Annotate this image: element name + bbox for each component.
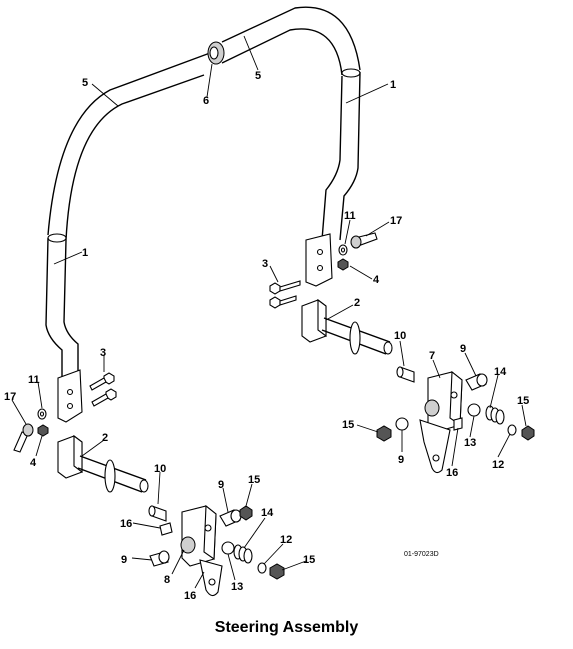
left-nut: [37, 424, 49, 437]
left-lever-handle: [13, 423, 34, 453]
callout-label: 6: [203, 95, 209, 107]
right-small-washer: [507, 424, 517, 436]
callout-label: 14: [494, 366, 507, 378]
callout-label: 13: [231, 581, 243, 593]
callout-label: 9: [218, 479, 224, 491]
callout-label: 1: [390, 79, 396, 91]
left-lower-bushing: [149, 550, 170, 567]
callout-label: 4: [30, 457, 37, 469]
callout-label: 10: [154, 463, 166, 475]
callout-label: 16: [120, 518, 132, 530]
callout-label: 17: [390, 215, 402, 227]
leader-lines: [11, 35, 527, 589]
callout-label: 11: [28, 374, 40, 386]
callout-label: 9: [398, 454, 404, 466]
callout-label: 15: [342, 419, 354, 431]
right-pivot-shaft: [301, 298, 393, 355]
left-bracket: [180, 504, 223, 597]
left-hand-grip: [47, 52, 211, 243]
callout-label: 2: [102, 432, 108, 444]
callout-label: 9: [121, 554, 127, 566]
callout-label: 11: [344, 210, 356, 222]
right-washer: [338, 244, 348, 256]
right-nut: [337, 258, 349, 271]
left-washer: [37, 408, 47, 420]
callout-label: 2: [354, 297, 360, 309]
left-steering-lever: [45, 237, 83, 423]
left-bushing: [148, 505, 167, 522]
callout-label: 7: [429, 350, 435, 362]
right-hand-grip: [221, 6, 361, 78]
left-spacer: [221, 541, 235, 555]
callout-label: 16: [184, 590, 196, 602]
callout-label: 8: [164, 574, 170, 586]
right-inner-nut: [376, 425, 392, 442]
callout-label: 15: [517, 395, 529, 407]
right-bolts: [269, 280, 301, 309]
callout-label: 12: [280, 534, 292, 546]
diagram-caption: Steering Assembly: [214, 619, 359, 636]
callout-label: 5: [82, 77, 88, 89]
callout-label: 5: [255, 70, 261, 82]
callout-label: 4: [373, 274, 380, 286]
right-spacer: [467, 403, 481, 417]
callout-label: 15: [303, 554, 315, 566]
right-lower-bushing: [395, 417, 409, 431]
right-lever-handle: [350, 232, 378, 249]
callout-label: 10: [394, 330, 406, 342]
right-top-bushing: [465, 373, 488, 391]
right-spring: [485, 405, 505, 425]
left-small-washer: [257, 562, 267, 574]
left-pivot-shaft: [57, 434, 149, 493]
callout-label: 13: [464, 437, 476, 449]
right-outer-nut: [521, 425, 535, 441]
callout-label: 9: [460, 343, 466, 355]
left-top-nut: [239, 505, 253, 521]
callout-label: 14: [261, 507, 274, 519]
callout-label: 3: [262, 258, 268, 270]
center-coupler: [207, 41, 225, 65]
drawing-reference-code: 01-97023D: [404, 551, 439, 558]
callout-label: 16: [446, 467, 458, 479]
callout-label: 12: [492, 459, 504, 471]
right-bracket: [419, 370, 463, 474]
right-pin: [453, 417, 463, 431]
left-outer-nut: [269, 563, 285, 580]
right-steering-lever: [305, 71, 361, 287]
right-bushing: [396, 366, 415, 383]
callout-label: 15: [248, 474, 260, 486]
callout-label: 3: [100, 347, 106, 359]
left-top-bushing: [219, 509, 242, 527]
callout-label: 17: [4, 391, 16, 403]
left-spring: [233, 544, 253, 564]
callout-label: 1: [82, 247, 88, 259]
callout-labels: 5 6 5 1 1 11 17 3 4 2 10 7 9 14 15 15 9 …: [4, 70, 529, 602]
left-bolts: [89, 372, 117, 407]
left-small-pin: [159, 522, 173, 536]
